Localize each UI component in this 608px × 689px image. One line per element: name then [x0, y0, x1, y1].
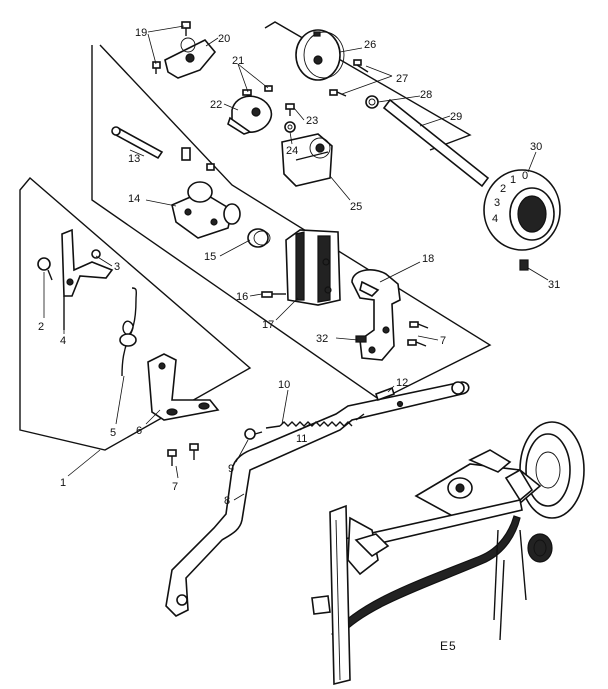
label-9: 9	[228, 463, 234, 475]
part-5-spring	[119, 287, 138, 377]
part-14-bracket	[171, 181, 241, 239]
part-14-pins	[181, 147, 215, 171]
part-30-dial: 4 3 2 1 0	[483, 169, 561, 251]
label-12: 12	[396, 377, 408, 389]
label-29: 29	[450, 111, 462, 123]
part-31-screw	[519, 259, 529, 271]
part-22-cam	[227, 95, 273, 135]
label-21: 21	[232, 55, 244, 67]
label-18: 18	[422, 253, 434, 265]
label-30: 30	[530, 141, 542, 153]
label-8: 8	[224, 495, 230, 507]
label-10: 10	[278, 379, 290, 391]
label-1: 1	[60, 477, 66, 489]
label-11: 11	[296, 433, 307, 445]
label-20: 20	[218, 33, 230, 45]
part-17-housing	[285, 229, 341, 306]
label-16: 16	[236, 291, 248, 303]
label-2: 2	[38, 321, 44, 333]
part-6-bracket	[147, 353, 220, 421]
part-13-shaft	[111, 126, 164, 160]
part-25-block	[281, 133, 333, 187]
part-2-washer	[37, 257, 53, 281]
dial-number-0: 0	[522, 170, 528, 182]
label-3: 3	[114, 261, 120, 273]
part-8-lever-arm	[165, 381, 470, 617]
label-31: 31	[548, 279, 560, 291]
label-17: 17	[262, 319, 274, 331]
label-7-upper: 7	[440, 335, 446, 347]
label-13: 13	[128, 153, 140, 165]
part-labels: 19 20 21 22 23 24 25 26 27 28 29 30 31 1…	[38, 27, 560, 653]
label-7-lower: 7	[172, 481, 178, 493]
panel-group-26	[264, 21, 472, 151]
label-26: 26	[364, 39, 376, 51]
label-27: 27	[396, 73, 408, 85]
part-3-lever	[61, 228, 114, 297]
label-14: 14	[128, 193, 140, 205]
part-16-screw	[261, 291, 286, 298]
label-24: 24	[286, 145, 298, 157]
label-22: 22	[210, 99, 222, 111]
label-23: 23	[306, 115, 318, 127]
diagram-code: E5	[440, 639, 457, 653]
label-4: 4	[60, 335, 66, 347]
label-28: 28	[420, 89, 432, 101]
dial-number-3: 3	[494, 197, 500, 209]
dial-number-2: 2	[500, 183, 506, 195]
machine-assembly	[311, 421, 585, 686]
part-7-screws-lower	[167, 443, 199, 466]
leader-lines	[43, 25, 549, 501]
part-29-shaft	[382, 98, 490, 188]
label-5: 5	[110, 427, 116, 439]
dial-number-4: 4	[492, 213, 498, 225]
part-9-screw	[244, 428, 263, 440]
part-20-bracket	[164, 37, 217, 79]
part-7-screws-upper	[407, 321, 429, 347]
label-6: 6	[136, 425, 142, 437]
dial-number-1: 1	[510, 174, 516, 186]
label-25: 25	[350, 201, 362, 213]
part-26-gear	[295, 29, 345, 81]
label-32: 32	[316, 333, 328, 345]
part-23-screw	[285, 103, 295, 116]
part-19-screws	[152, 21, 191, 74]
part-27-screws	[329, 59, 369, 97]
part-32-lever	[351, 269, 401, 361]
label-19: 19	[135, 27, 147, 39]
part-28-ring	[365, 95, 379, 109]
part-15-sleeve	[247, 228, 271, 248]
panel-group-18	[91, 44, 492, 401]
label-15: 15	[204, 251, 216, 263]
part-24-washer	[284, 121, 296, 133]
part-10-11-spring	[265, 413, 365, 429]
